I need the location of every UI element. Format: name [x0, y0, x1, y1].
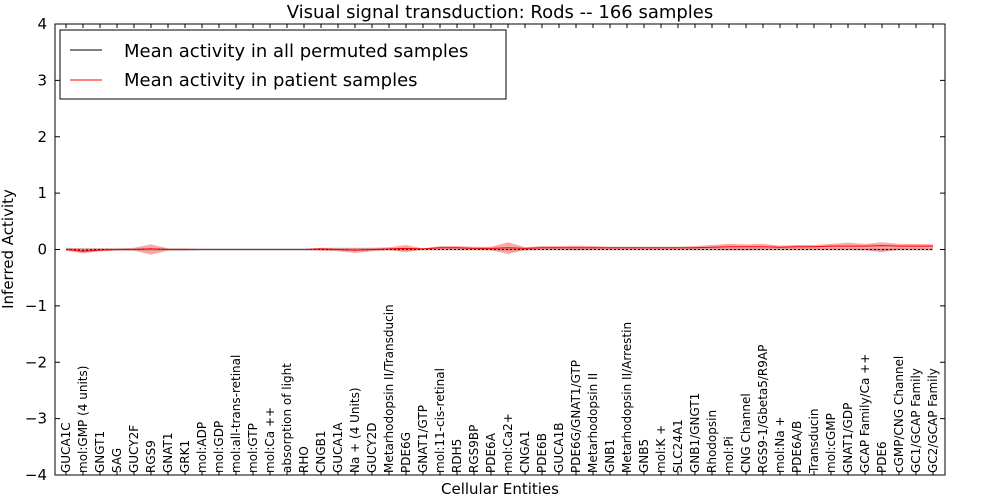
- chart-title: Visual signal transduction: Rods -- 166 …: [287, 2, 714, 23]
- legend-box: [59, 29, 507, 100]
- x-tick-label: GUCA1C: [59, 422, 73, 473]
- x-tick-label: SAG: [110, 448, 124, 473]
- x-tick-label: RGS9-1/Gbeta5/R9AP: [756, 345, 770, 473]
- x-tick-label: GNB1/GNGT1: [688, 393, 702, 473]
- legend: Mean activity in all permuted samples Me…: [59, 29, 507, 100]
- x-tick-label: RGS9BP: [467, 425, 481, 473]
- x-tick-label: absorption of light: [280, 363, 294, 473]
- y-tick-label: −3: [25, 410, 47, 428]
- y-tick-label: −2: [25, 353, 47, 371]
- y-tick-label: −1: [25, 297, 47, 315]
- x-tick-label: mol:11-cis-retinal: [433, 368, 447, 473]
- x-tick-label: GCAP Family/Ca ++: [858, 354, 872, 473]
- x-tick-label: mol:GTP: [246, 423, 260, 473]
- x-tick-label: GNB5: [637, 439, 651, 473]
- plot-area: [65, 242, 933, 255]
- x-tick-label: RDH5: [450, 439, 464, 473]
- x-tick-label: Transducin: [807, 409, 821, 474]
- x-tick-label: mol:Pi: [722, 436, 736, 473]
- series-line-patient: [65, 245, 933, 252]
- x-tick-label: GC1/GCAP Family: [909, 368, 923, 473]
- y-tick-label: 3: [37, 71, 47, 89]
- legend-label-patient: Mean activity in patient samples: [124, 70, 418, 91]
- x-tick-label: RGS9: [144, 440, 158, 473]
- x-tick-label: GNGT1: [93, 431, 107, 473]
- y-tick-label: 2: [37, 128, 47, 146]
- x-tick-label: GUCA1B: [552, 422, 566, 473]
- x-tick-label: GC2/GCAP Family: [926, 368, 940, 473]
- x-tick-label: mol:GMP (4 units): [76, 366, 90, 473]
- x-tick-label: Metarhodopsin II: [586, 373, 600, 473]
- x-tick-label: PDE6A/B: [790, 421, 804, 473]
- x-tick-label: PDE6: [875, 441, 889, 473]
- x-tick-label: Metarhodopsin II/Transducin: [382, 304, 396, 473]
- y-tick-label: 1: [37, 184, 47, 202]
- x-tick-label: PDE6G: [399, 432, 413, 473]
- x-tick-label: Na + (4 Units): [348, 387, 362, 473]
- x-tick-label: GNB1: [603, 439, 617, 473]
- x-tick-label: RHO: [297, 446, 311, 473]
- y-axis-ticks: −4 −3 −2 −1 0 1 2 3 4: [25, 15, 945, 484]
- x-tick-label: mol:all-trans-retinal: [229, 355, 243, 473]
- x-tick-label: GNAT1/GDP: [841, 403, 855, 473]
- x-tick-label: PDE6G/GNAT1/GTP: [569, 360, 583, 473]
- x-tick-label: PDE6B: [535, 433, 549, 473]
- x-tick-label: GUCY2F: [127, 425, 141, 473]
- x-tick-label: cGMP/CNG Channel: [892, 356, 906, 473]
- x-tick-label: CNGA1: [518, 431, 532, 474]
- x-axis-label: Cellular Entities: [441, 480, 559, 498]
- x-tick-label: GUCA1A: [331, 422, 345, 473]
- y-axis-label: Inferred Activity: [0, 189, 17, 309]
- x-tick-label: Rhodopsin: [705, 410, 719, 473]
- x-tick-label: mol:GDP: [212, 421, 226, 473]
- y-tick-label: 4: [37, 15, 47, 33]
- x-tick-label: CNGB1: [314, 430, 328, 473]
- x-tick-label: GRK1: [178, 440, 192, 473]
- x-tick-label: mol:Ca2+: [501, 413, 515, 473]
- x-tick-label: GNAT1/GTP: [416, 405, 430, 473]
- legend-label-permuted: Mean activity in all permuted samples: [124, 41, 468, 62]
- x-tick-label: mol:cGMP: [824, 413, 838, 473]
- x-tick-label: GUCY2D: [365, 423, 379, 473]
- plot-frame: [54, 23, 946, 476]
- x-tick-label: PDE6A: [484, 432, 498, 473]
- x-tick-label: GNAT1: [161, 432, 175, 473]
- x-tick-label: CNG Channel: [739, 393, 753, 473]
- x-tick-label: Metarhodopsin II/Arrestin: [620, 322, 634, 473]
- x-tick-label: SLC24A1: [671, 419, 685, 473]
- x-tick-label: mol:ADP: [195, 422, 209, 473]
- x-tick-label: mol:K +: [654, 425, 668, 473]
- y-tick-label: 0: [37, 241, 47, 259]
- y-tick-label: −4: [25, 466, 47, 484]
- x-tick-label: mol:Ca ++: [263, 407, 277, 473]
- x-tick-label: mol:Na +: [773, 416, 787, 473]
